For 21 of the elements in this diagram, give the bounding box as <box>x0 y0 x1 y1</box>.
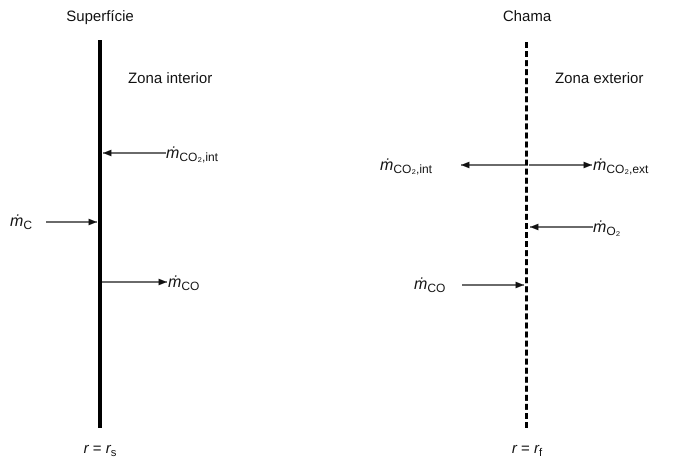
arrow <box>530 224 593 230</box>
zone-label: Zona exterior <box>555 69 644 89</box>
flux-label: ṁ$_{CO₂,int}$ <box>166 140 248 168</box>
zone-label: Zona interior <box>128 69 214 89</box>
radius-label: r = r$_{s}$ <box>82 439 118 460</box>
arrow <box>102 278 167 286</box>
heading-label: Chama <box>502 7 552 27</box>
flux-label: ṁ$_{CO}$ <box>414 272 462 298</box>
arrow <box>529 162 592 168</box>
flux-label: ṁ$_{O₂}$ <box>593 214 637 242</box>
flux-label: ṁ$_{C}$ <box>10 209 46 235</box>
arrow <box>462 282 524 288</box>
heading-label: Superfície <box>65 7 135 27</box>
flame-line <box>525 42 529 428</box>
flux-label: ṁ$_{CO₂,int}$ <box>380 152 460 180</box>
arrow <box>103 150 166 156</box>
radius-label: r = r$_{f}$ <box>510 439 544 460</box>
flux-label: ṁ$_{CO}$ <box>168 270 218 296</box>
arrow <box>461 162 525 168</box>
flux-label: ṁ$_{CO₂,ext}$ <box>593 152 675 180</box>
arrow <box>46 218 97 226</box>
